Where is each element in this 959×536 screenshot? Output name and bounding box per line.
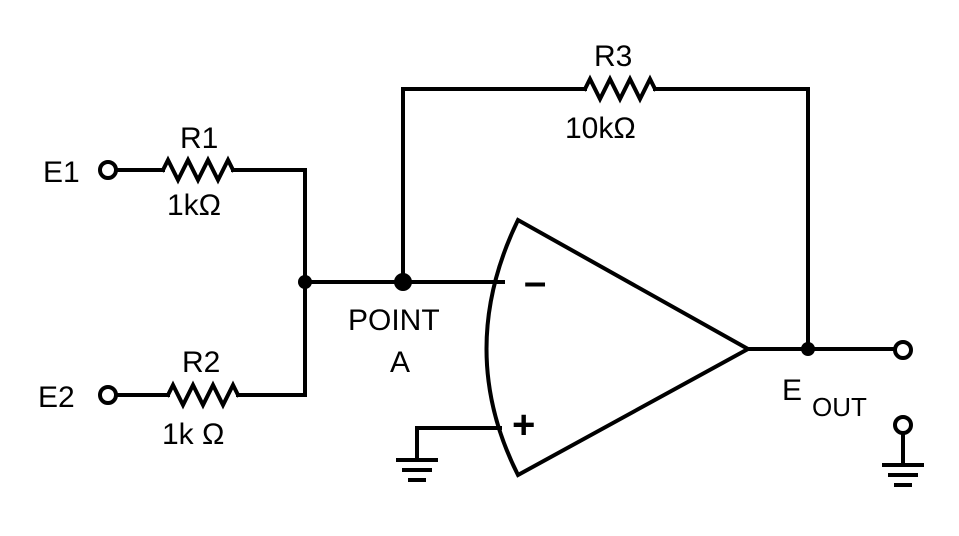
r1-value-label: 1kΩ <box>167 189 221 222</box>
r3-value-label: 10kΩ <box>565 112 636 145</box>
r1-name-label: R1 <box>180 122 218 155</box>
e1-terminal-icon[interactable] <box>98 160 118 180</box>
point-a-junction-dot-icon <box>394 273 412 291</box>
output-junction-dot-icon <box>801 342 815 356</box>
noninverting-input-sign: + <box>512 403 535 447</box>
r3-name-label: R3 <box>594 40 632 73</box>
op-amp-icon <box>484 217 753 478</box>
r2-wire <box>236 280 307 397</box>
r2-resistor-icon <box>165 380 241 410</box>
output-ground-terminal-icon[interactable] <box>893 415 913 435</box>
inverting-input-sign: – <box>524 260 546 304</box>
output-terminal-icon[interactable] <box>893 340 913 360</box>
junction-dot-icon <box>298 275 312 289</box>
r2-value-label: 1k Ω <box>162 418 224 451</box>
e1-label: E1 <box>43 156 80 189</box>
output-label-main: E <box>782 374 802 407</box>
input-ground-icon <box>396 458 438 482</box>
e2-terminal-icon[interactable] <box>98 385 118 405</box>
point-a-label-line1: POINT <box>348 304 440 337</box>
r1-resistor-icon <box>160 155 236 185</box>
output-ground-icon <box>882 463 924 487</box>
r1-wire <box>231 168 307 284</box>
point-a-label-line2: A <box>390 346 410 379</box>
feedback-wire-right <box>653 87 810 351</box>
output-label-sub: OUT <box>812 392 867 422</box>
r2-name-label: R2 <box>182 346 220 379</box>
r3-resistor-icon <box>582 74 658 104</box>
feedback-wire-left <box>401 87 587 284</box>
e2-label: E2 <box>38 381 75 414</box>
noninverting-wire <box>415 426 502 462</box>
